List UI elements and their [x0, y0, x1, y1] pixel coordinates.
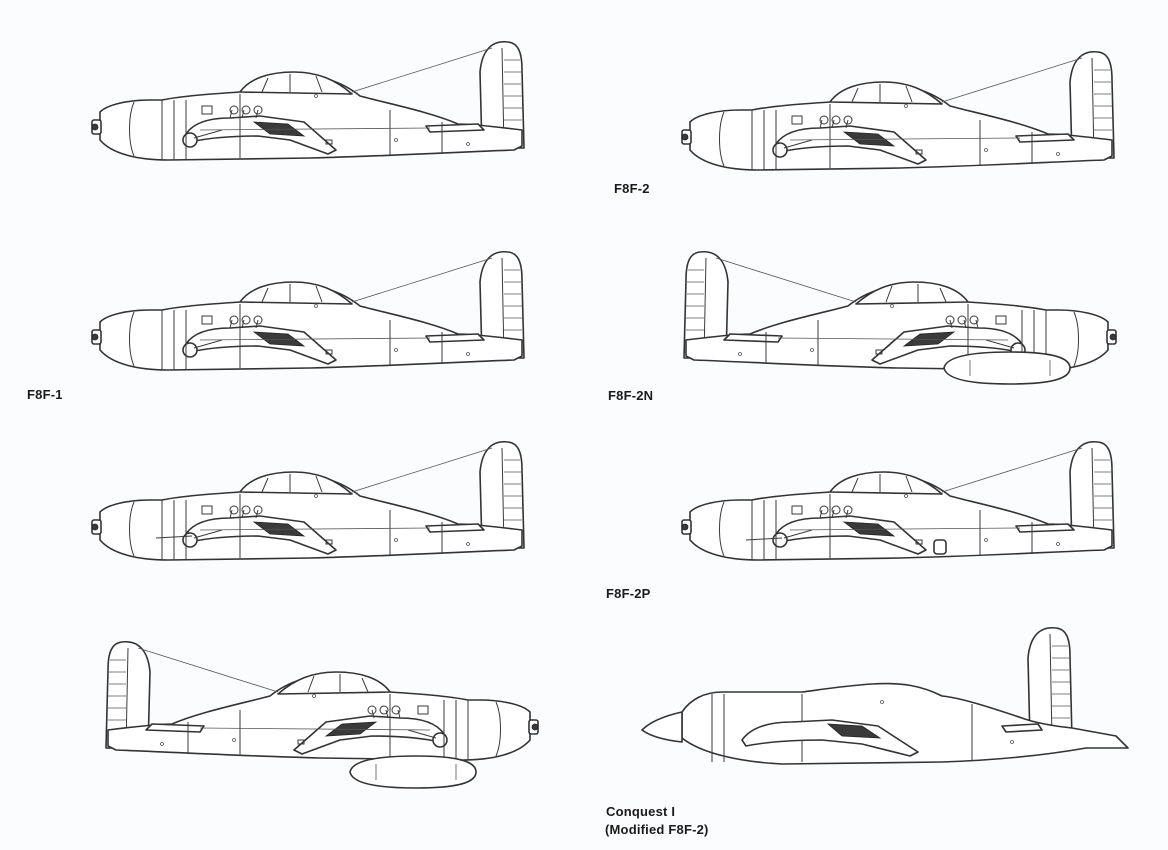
label-f8f-2n: F8F-2N [608, 388, 654, 403]
label-f8f-1: F8F-1 [27, 387, 63, 402]
aircraft-drawing-f8f-2p [681, 440, 1115, 561]
aircraft-drawing-conquest-i [641, 626, 1129, 765]
aircraft-drawing-row1-left [91, 40, 525, 161]
aircraft-drawing-f8f-2n [683, 250, 1117, 385]
label-f8f-2p: F8F-2P [606, 586, 651, 601]
aircraft-drawing-f8f-1 [91, 250, 525, 371]
aircraft-drawing-row3-left [91, 440, 525, 561]
label-conquest-i: Conquest I [606, 804, 676, 819]
aircraft-drawing-f8f-2 [681, 50, 1115, 171]
label-f8f-2: F8F-2 [614, 181, 650, 196]
aircraft-drawing-row4-left [105, 640, 539, 789]
label-modified-f8f-2: (Modified F8F-2) [605, 822, 709, 837]
